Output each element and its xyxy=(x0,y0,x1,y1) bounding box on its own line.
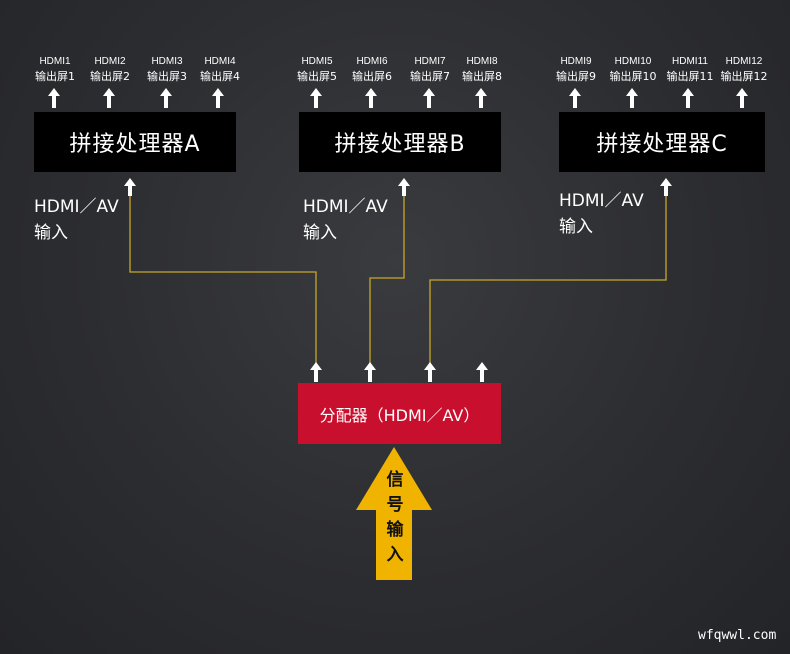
splitter-box: 分配器（HDMI／AV） xyxy=(298,383,501,444)
processor-a: 拼接处理器A xyxy=(34,112,236,172)
output-arrow-hdmi5 xyxy=(310,88,322,108)
processor-b-label: 拼接处理器B xyxy=(334,132,466,157)
connector-lines xyxy=(129,194,667,372)
output-arrow-hdmi7 xyxy=(423,88,435,108)
input-arrow-a xyxy=(124,178,136,196)
processor-c: 拼接处理器C xyxy=(559,112,765,172)
output-arrow-hdmi3 xyxy=(160,88,172,108)
signal-input-arrow xyxy=(356,447,432,580)
splitter-out-arrow-4 xyxy=(476,362,488,382)
processor-b: 拼接处理器B xyxy=(299,112,501,172)
output-arrow-hdmi8 xyxy=(475,88,487,108)
connector-c xyxy=(429,194,667,372)
watermark: wfqwwl.com xyxy=(698,628,777,643)
connector-a xyxy=(129,194,317,372)
connector-b xyxy=(369,194,405,372)
output-arrow-hdmi1 xyxy=(48,88,60,108)
output-arrow-hdmi11 xyxy=(682,88,694,108)
splitter-out-arrow-1 xyxy=(310,362,322,382)
output-arrows xyxy=(48,88,748,108)
splitter-output-arrows xyxy=(310,362,488,382)
output-arrow-hdmi2 xyxy=(103,88,115,108)
splitter-label: 分配器（HDMI／AV） xyxy=(319,405,480,425)
input-arrow-b xyxy=(398,178,410,196)
output-arrow-hdmi10 xyxy=(626,88,638,108)
processor-c-label: 拼接处理器C xyxy=(596,132,728,157)
splitter-out-arrow-2 xyxy=(364,362,376,382)
output-arrow-hdmi12 xyxy=(736,88,748,108)
output-arrow-hdmi9 xyxy=(569,88,581,108)
splitter-out-arrow-3 xyxy=(424,362,436,382)
input-arrows xyxy=(124,178,672,196)
output-arrow-hdmi6 xyxy=(365,88,377,108)
input-arrow-c xyxy=(660,178,672,196)
processor-a-label: 拼接处理器A xyxy=(69,132,201,157)
output-arrow-hdmi4 xyxy=(212,88,224,108)
signal-input-label: 信 号 输 入 xyxy=(386,470,404,565)
